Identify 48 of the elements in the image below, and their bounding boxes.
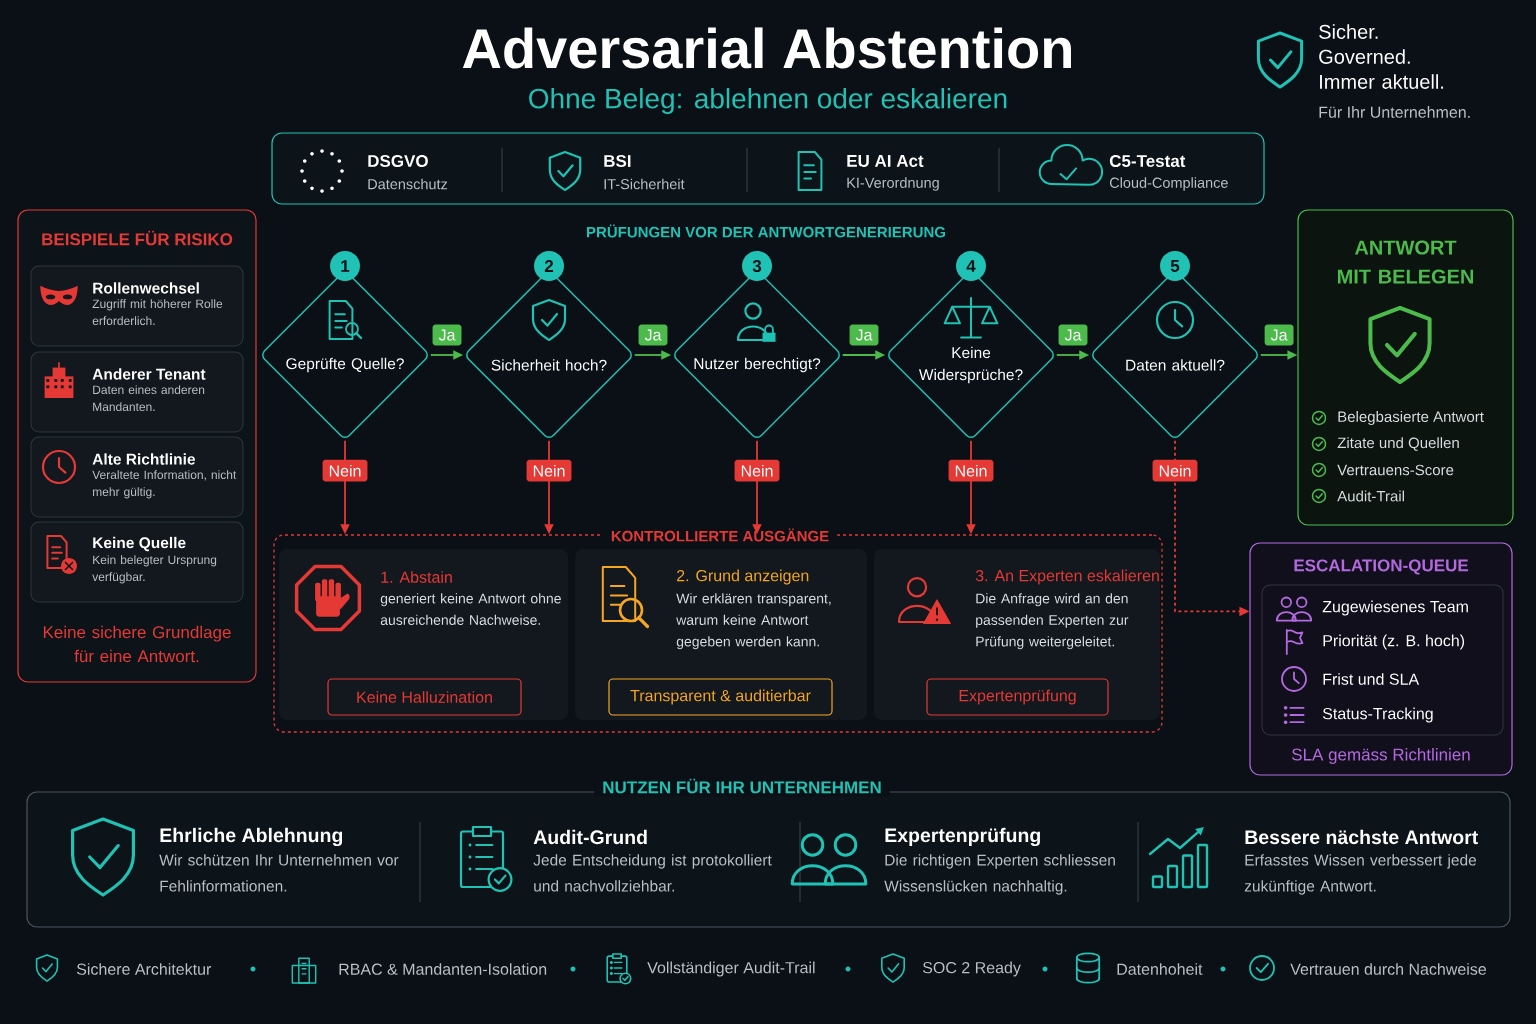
step-number: 1 [330,251,360,281]
node-label: Zitate und Quellen [1337,437,1459,451]
risk-card: Rollenwechsel Zugriff mit höherer Rolle erforderlich. [30,265,244,347]
step-number: 4 [956,251,986,281]
slogan: Sicher. Governed. Immer aktuell. [1319,24,1444,89]
node-label: Vertrauens-Score [1337,464,1454,476]
node-label: Belegbasierte Antwort [1338,411,1484,425]
feature-label: RBAC & Mandanten-Isolation [339,963,547,975]
step-number: 5 [1160,251,1190,281]
node-label: BSI [604,154,631,168]
feature-label: Datenhoheit [1117,963,1203,975]
edge-label: Ja [1264,324,1294,346]
node-label: IT-Sicherheit [604,178,685,190]
feature-label: SOC 2 Ready [922,961,1021,977]
step-number: 3 [742,251,772,281]
node-label: KI-Verordnung [847,177,939,191]
node-label: Zugewiesenes Team [1322,600,1468,616]
node-label: Datenschutz [368,178,448,190]
node-label: Audit-Trail [1337,490,1404,502]
node-label: Status-Tracking [1322,707,1433,723]
answer-box: ANTWORT MIT BELEGEN Belegbasierte Antwort Zitate und Quellen Vertrauens-Score Audit-Trail [1297,209,1514,526]
risk-card: Keine Quelle Kein belegter Ursprung verfügbar. [30,521,244,603]
node-label: Priorität (z. B. hoch) [1323,634,1465,650]
node-label: EU AI Act [847,155,924,167]
node-label: ANTWORT MIT BELEGEN [1337,240,1474,284]
section-heading: PRÜFUNGEN VOR DER ANTWORTGENERIERUNG [587,224,946,238]
tag: Keine Halluzination [327,678,522,716]
node-label: C5-Testat [1109,154,1186,168]
node-label: Cloud-Compliance [1109,177,1228,191]
benefits-panel: NUTZEN FÜR IHR UNTERNEHMEN Ehrliche Ablehnung Wir schützen Ihr Unternehmen vor Fehlinformationen. Audit-Grund Jede Entscheidung ist protokolliert und nachvollziehbar. Expertenprüfung Die richtigen Experten schliessen Wissenslücken nachhaltig. Bessere nächste Antwort Erfasstes Wissen verbessert jede zukünftige Antwort. [26,775,1511,928]
tagline: Für Ihr Unternehmen. [1319,106,1470,118]
feature-label: Vollständiger Audit-Trail [647,961,815,977]
queue-list: Zugewiesenes Team Priorität (z. B. hoch) Frist und SLA Status-Tracking [1261,584,1504,736]
tag: Expertenprüfung [926,678,1109,716]
node-label: DSGVO [368,154,428,168]
risk-card: Anderer Tenant Daten eines anderen Mandanten. [30,351,244,433]
node-label: Frist und SLA [1323,673,1420,685]
feature-label: Vertrauen durch Nachweise [1290,963,1486,975]
risk-card: Alte Richtlinie Veraltete Information, nicht mehr gültig. [30,436,244,518]
compliance-bar: DSGVO Datenschutz BSI IT-Sicherheit EU AI Act KI-Verordnung C5-Testat Cloud-Compliance [271,132,1265,205]
feature-label: Sichere Architektur [76,963,212,975]
edge-label: Ja [849,324,879,346]
step-number: 2 [534,251,564,281]
title: Adversarial Abstention [462,27,1071,69]
edge-label: Ja [432,324,462,346]
edge-label: Ja [1058,324,1088,346]
edge-label: Ja [638,324,668,346]
tag: Transparent & auditierbar [608,678,833,716]
